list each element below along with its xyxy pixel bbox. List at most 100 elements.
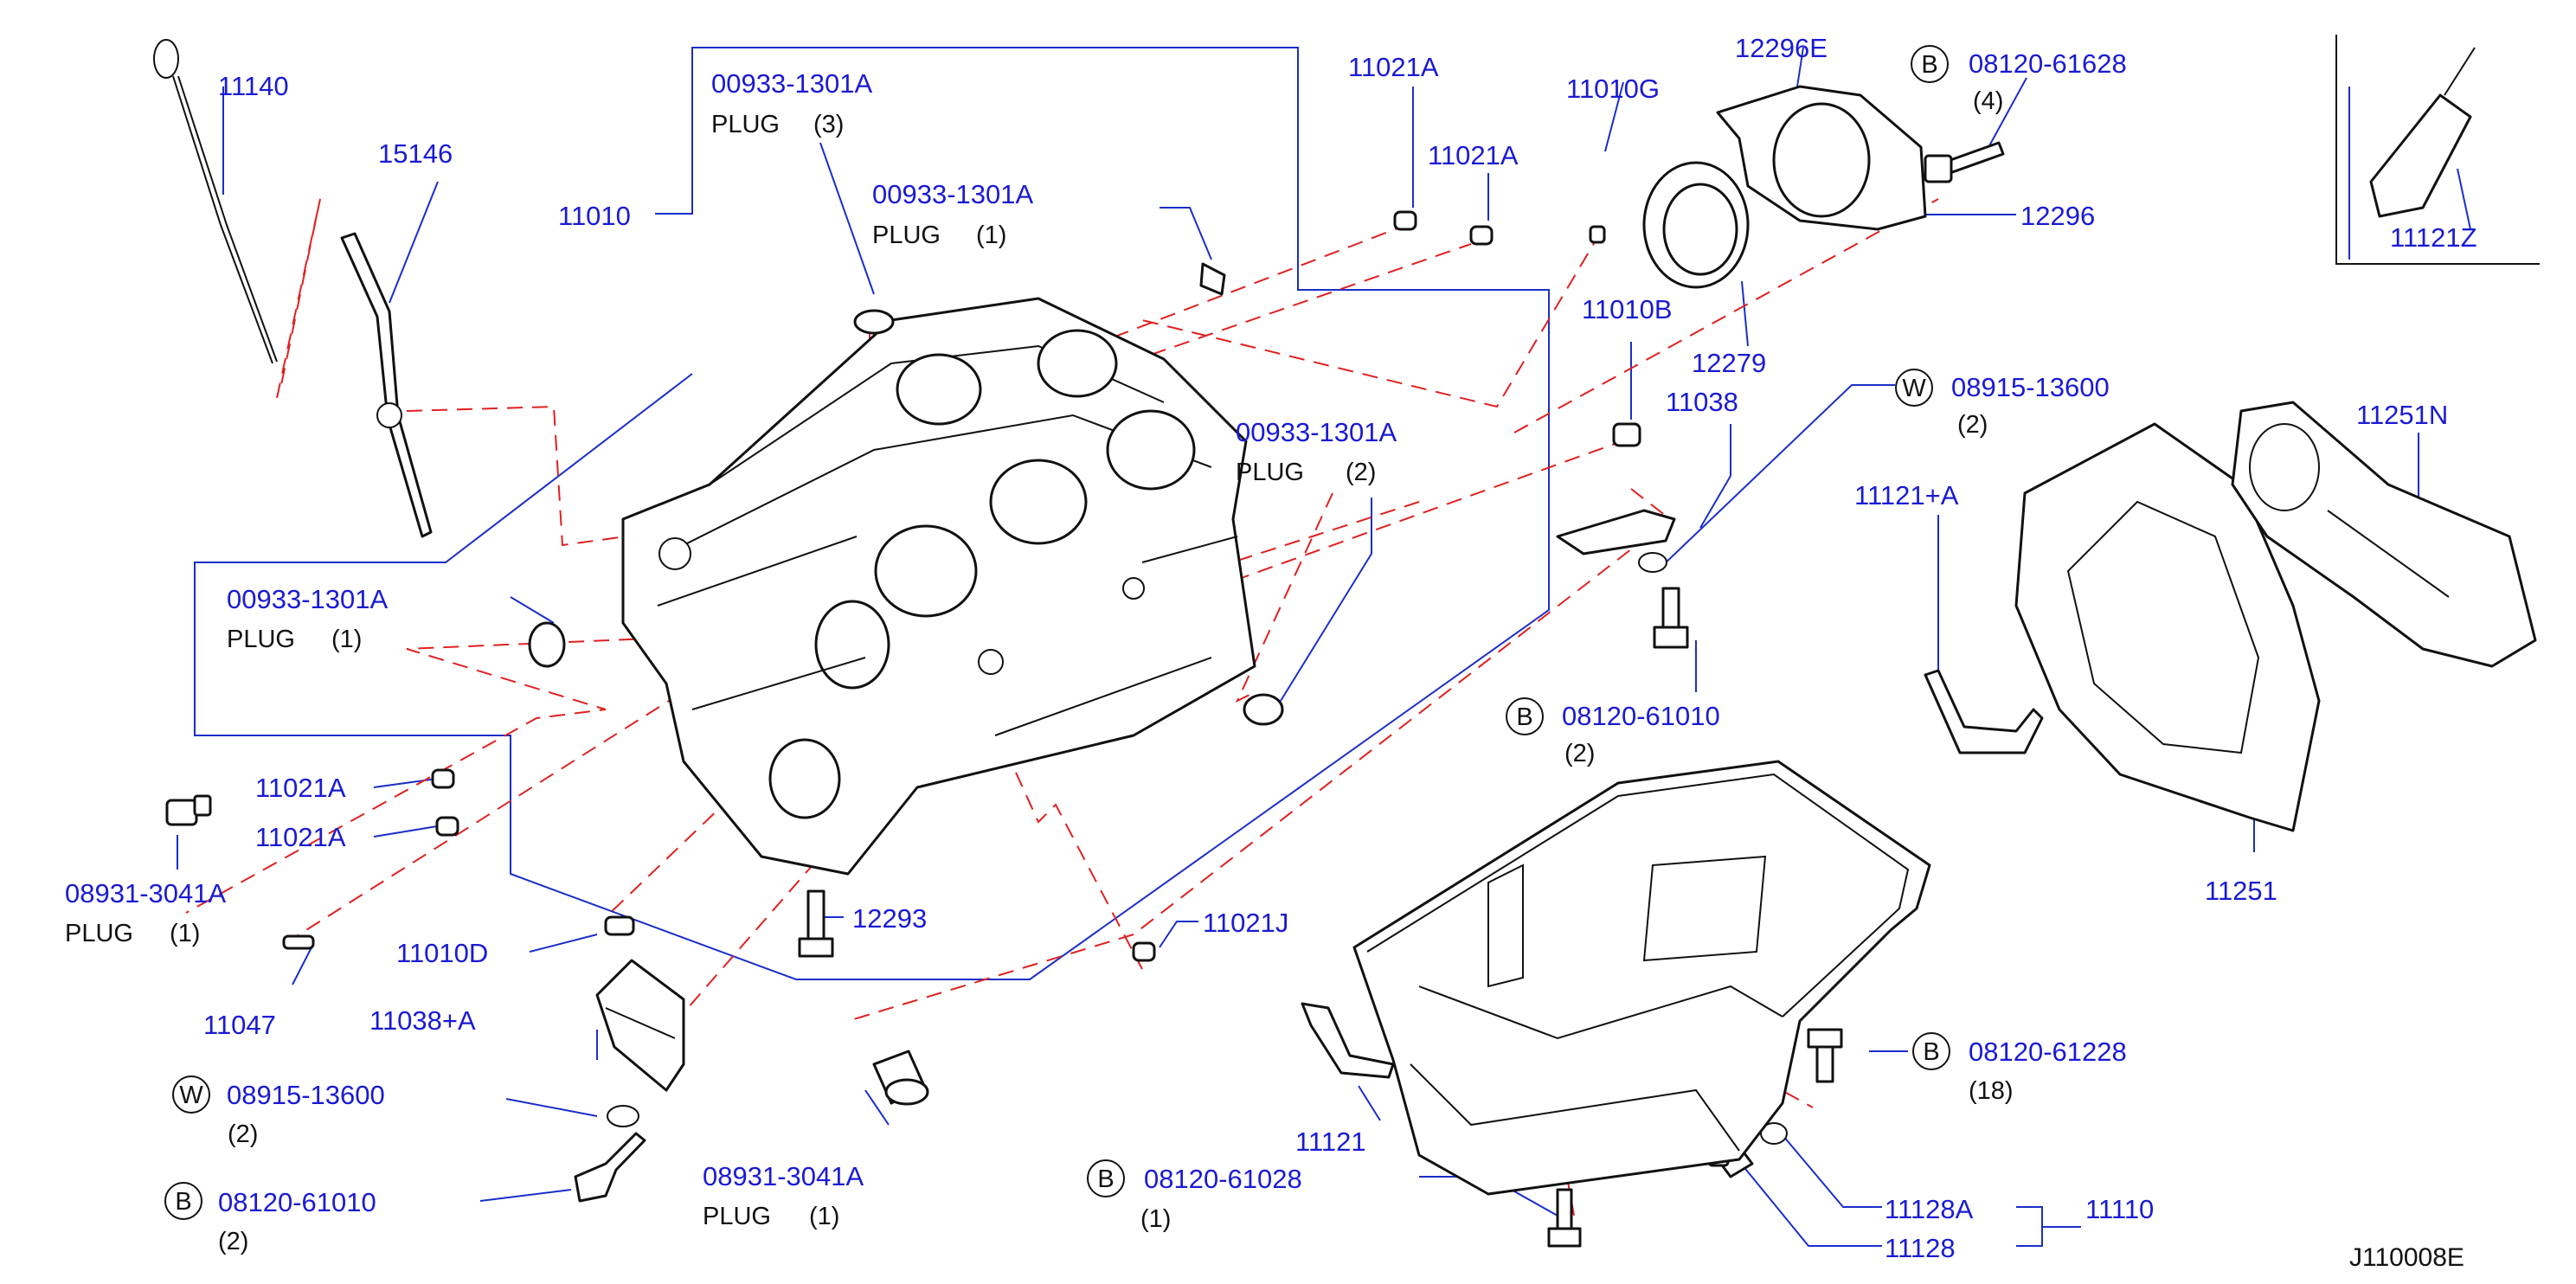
label-qty-left: (1)	[331, 626, 362, 653]
plug-11021a-2	[1469, 225, 1494, 246]
label-11121[interactable]: 11121	[1295, 1127, 1366, 1157]
plug-top	[853, 309, 895, 335]
rear-plate-11251	[2014, 422, 2321, 832]
label-11021a-2[interactable]: 11021A	[1428, 140, 1519, 170]
label-11121a[interactable]: 11121+A	[1854, 480, 1959, 510]
bracket-11038	[1556, 509, 1676, 555]
badge-b-61628: B	[1911, 45, 1949, 83]
label-11038a[interactable]: 11038+A	[369, 1005, 476, 1036]
seal-retainer-12296	[1716, 85, 1927, 231]
bracket-11038a	[595, 959, 685, 1092]
label-12296e[interactable]: 12296E	[1735, 33, 1828, 63]
badge-b-61028: B	[1087, 1159, 1125, 1197]
label-11121z[interactable]: 11121Z	[2390, 222, 2477, 253]
label-08120-61010-left[interactable]: 08120-61010	[218, 1187, 376, 1217]
label-00933-top[interactable]: 00933-1301A	[711, 68, 872, 99]
badge-b-61010-left: B	[164, 1182, 202, 1220]
svg-text:B: B	[1516, 703, 1532, 731]
dowel-11010d	[604, 915, 635, 936]
label-11010b[interactable]: 11010B	[1582, 294, 1673, 324]
svg-text:B: B	[1923, 1038, 1939, 1066]
bolt-08120-61228	[1807, 1028, 1843, 1083]
label-11021a-4[interactable]: 11021A	[255, 822, 346, 852]
bolt-12293	[798, 889, 834, 958]
washer-08915-top	[1638, 552, 1667, 573]
label-08120-61010-right[interactable]: 08120-61010	[1562, 701, 1720, 731]
plug-mid	[1199, 262, 1226, 296]
label-11010g[interactable]: 11010G	[1566, 74, 1660, 104]
label-08915-bottom[interactable]: 08915-13600	[227, 1080, 385, 1110]
svg-text:B: B	[1921, 51, 1937, 79]
label-00933-left[interactable]: 00933-1301A	[227, 584, 388, 614]
parts-art	[153, 35, 2540, 1248]
label-08915-top[interactable]: 08915-13600	[1951, 372, 2110, 402]
bolt-08120-61628	[1924, 141, 2005, 183]
label-08120-61028[interactable]: 08120-61028	[1144, 1164, 1302, 1194]
label-qty-top: (3)	[813, 111, 844, 138]
washer-11128a	[1760, 1122, 1788, 1145]
label-12293[interactable]: 12293	[852, 903, 927, 934]
label-00933-mid[interactable]: 00933-1301A	[872, 179, 1033, 209]
label-08120-61628[interactable]: 08120-61628	[1969, 48, 2127, 79]
label-qty-mid: (1)	[976, 221, 1006, 249]
badge-w-08915-bottom: W	[172, 1075, 210, 1114]
washer-08915-bottom	[607, 1105, 639, 1127]
plug-08931-left	[165, 794, 212, 826]
label-11140[interactable]: 11140	[218, 71, 289, 101]
label-plug-mid: PLUG	[872, 221, 941, 249]
label-qty-08931-left: (1)	[170, 920, 200, 947]
bolt-08120-61010-left	[574, 1132, 646, 1203]
label-qty-61628: (4)	[1973, 87, 2003, 115]
label-00933-right[interactable]: 00933-1301A	[1236, 417, 1397, 447]
label-11251n[interactable]: 11251N	[2356, 400, 2448, 430]
label-qty-61228: (18)	[1969, 1077, 2014, 1105]
plug-11021a-4	[435, 816, 459, 837]
label-qty-right: (2)	[1346, 459, 1376, 486]
label-12279[interactable]: 12279	[1692, 348, 1766, 378]
svg-text:B: B	[175, 1188, 191, 1216]
diagram-id: J110008E	[2349, 1243, 2464, 1272]
badge-w-08915-top: W	[1895, 369, 1933, 407]
sealant-inset-frame	[2335, 35, 2540, 265]
label-11128a[interactable]: 11128A	[1885, 1194, 1974, 1224]
plug-11021a-1	[1393, 210, 1417, 231]
svg-text:W: W	[1902, 375, 1926, 402]
label-plug-08931-left: PLUG	[65, 920, 133, 947]
dowel-11047	[282, 934, 315, 950]
label-plug-left: PLUG	[227, 626, 295, 653]
plug-08931-bottom	[872, 1050, 929, 1106]
label-11010d[interactable]: 11010D	[396, 938, 488, 968]
label-11038[interactable]: 11038	[1666, 387, 1738, 417]
badge-b-61010-right: B	[1506, 697, 1544, 735]
bolt-08120-61010-right	[1653, 587, 1689, 649]
label-11128[interactable]: 11128	[1885, 1233, 1956, 1263]
label-11021a-3[interactable]: 11021A	[255, 773, 346, 803]
label-11251[interactable]: 11251	[2205, 876, 2277, 906]
plug-11021a-3	[431, 768, 455, 789]
leader-lines	[177, 47, 2471, 1247]
label-11021j[interactable]: 11021J	[1203, 908, 1288, 938]
label-08931-left[interactable]: 08931-3041A	[65, 878, 226, 908]
label-11047[interactable]: 11047	[203, 1010, 276, 1040]
rear-oil-seal-12279	[1642, 161, 1750, 289]
label-qty-08915-bottom: (2)	[228, 1120, 258, 1148]
dipstick-guide-15146	[340, 232, 433, 538]
label-15146[interactable]: 15146	[378, 138, 453, 169]
label-11021a-1[interactable]: 11021A	[1348, 52, 1439, 82]
plate-11251n	[2231, 401, 2537, 668]
label-08931-bottom[interactable]: 08931-3041A	[703, 1161, 864, 1191]
badges: B W B W B B B	[164, 45, 1950, 1220]
label-11110[interactable]: 11110	[2085, 1194, 2154, 1224]
dowel-11010b	[1612, 422, 1641, 447]
label-12296[interactable]: 12296	[2020, 201, 2095, 231]
label-11010[interactable]: 11010	[558, 201, 631, 231]
label-08120-61228[interactable]: 08120-61228	[1969, 1037, 2127, 1067]
svg-text:B: B	[1097, 1165, 1114, 1193]
label-qty-08915-top: (2)	[1957, 411, 1988, 439]
sealant-tube-11121z	[2369, 47, 2476, 218]
label-qty-08931-bottom: (1)	[809, 1203, 839, 1230]
baffle-11121a	[1924, 669, 2044, 754]
plug-11021j	[1132, 941, 1156, 962]
bolt-08120-61028	[1547, 1188, 1582, 1248]
